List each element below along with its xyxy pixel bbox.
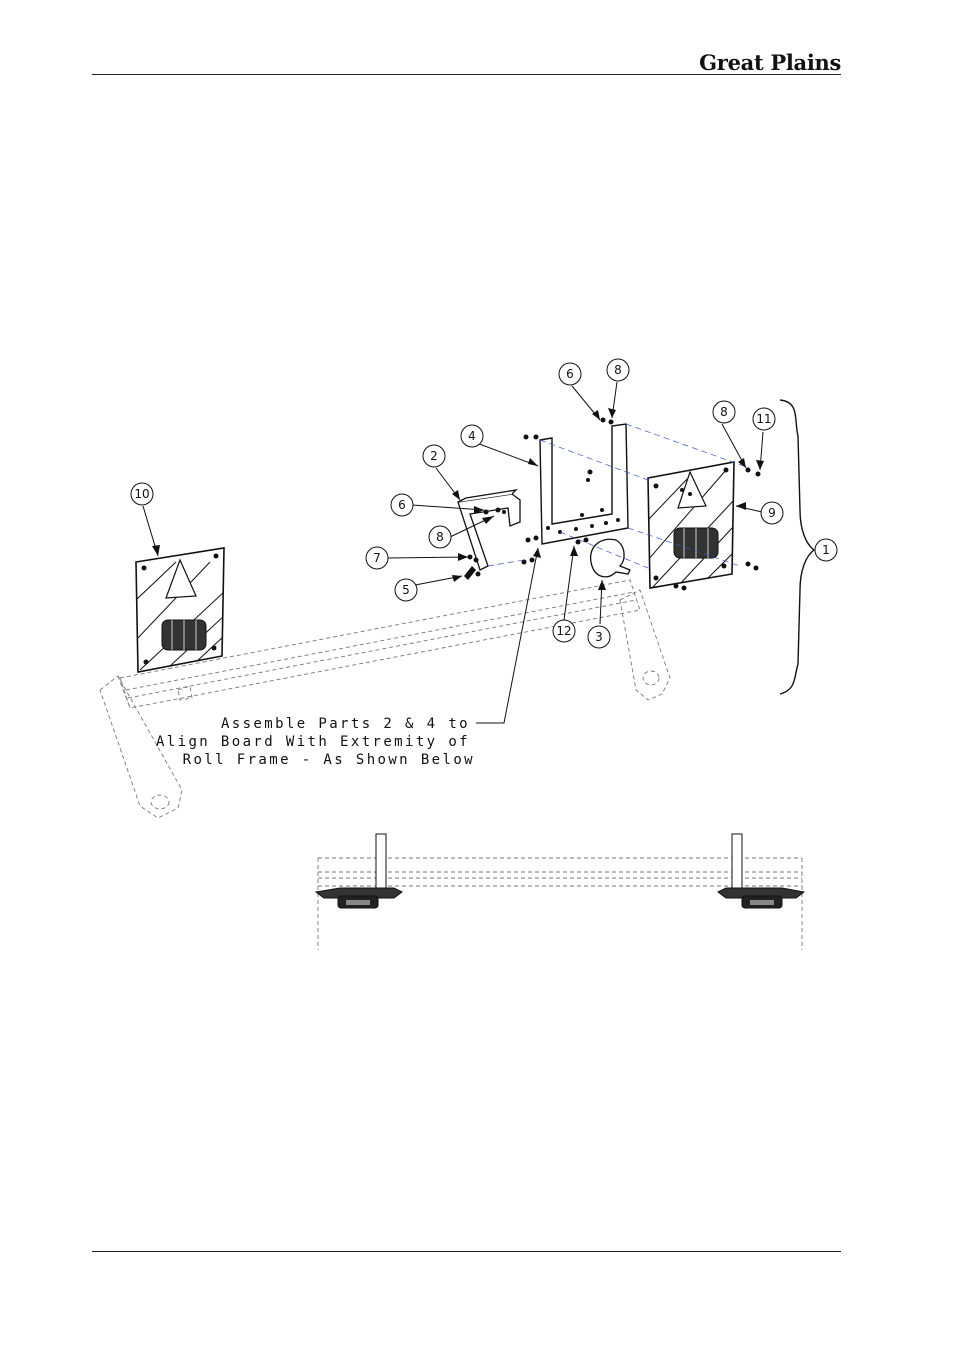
callout-label: 8 — [436, 530, 444, 544]
right-mount — [718, 834, 804, 908]
assembly-note-line-1: Assemble Parts 2 & 4 to — [221, 716, 470, 732]
callout-label: 2 — [430, 449, 438, 463]
callout-label: 12 — [556, 624, 571, 638]
callout-label: 7 — [373, 551, 381, 565]
board-part-9 — [648, 462, 734, 588]
callout-label: 5 — [402, 583, 410, 597]
u-bracket-part-4 — [540, 424, 628, 544]
left-mount — [316, 834, 402, 908]
callout-label: 4 — [468, 429, 476, 443]
callout-label: 10 — [134, 487, 149, 501]
board-part-10 — [136, 548, 224, 672]
callout-label: 8 — [614, 363, 622, 377]
assembly-note-line-2: Align Board With Extremity of — [156, 734, 470, 750]
assembly-note: Assemble Parts 2 & 4 to Align Board With… — [156, 716, 475, 768]
bracket-part-2 — [458, 490, 520, 570]
callout-label: 9 — [768, 506, 776, 520]
callout-label: 6 — [566, 367, 574, 381]
assembly-note-line-3: Roll Frame - As Shown Below — [183, 752, 475, 768]
callout-label: 11 — [756, 412, 771, 426]
callout-label: 3 — [595, 630, 603, 644]
callout-label: 8 — [720, 405, 728, 419]
cover-part-3 — [591, 539, 630, 577]
callout-label: 6 — [398, 498, 406, 512]
alignment-view — [316, 834, 804, 950]
callout-label: 1 — [822, 543, 830, 557]
